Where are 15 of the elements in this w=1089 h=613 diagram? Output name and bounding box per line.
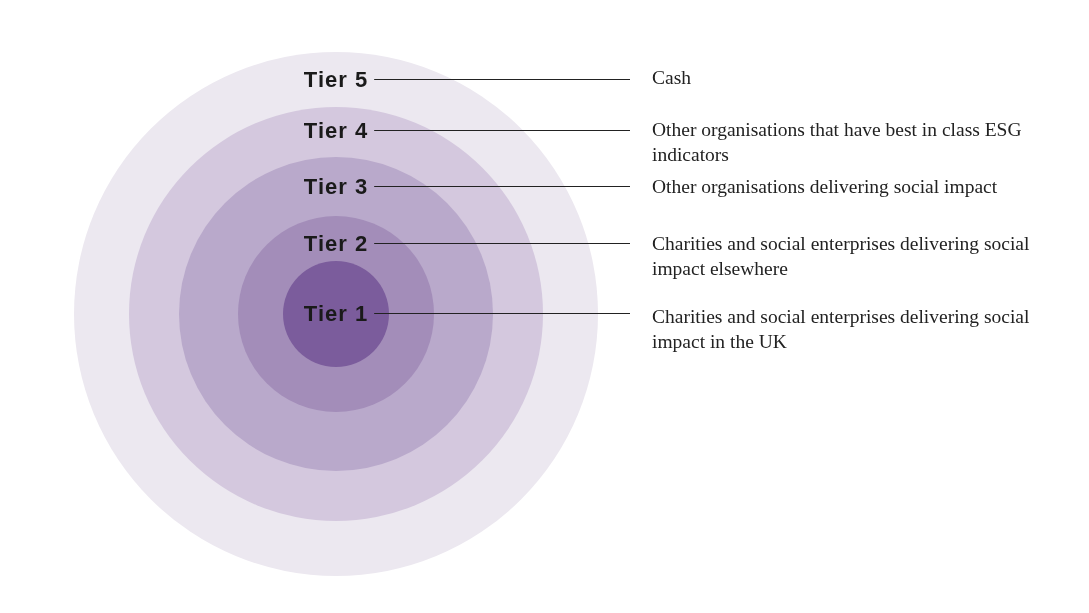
- leader-line: [373, 243, 631, 244]
- description-text: Charities and social enterprises delivering social impact elsewhere: [630, 231, 1052, 281]
- tier-label: Tier 1: [303, 301, 369, 326]
- leader-line: [373, 130, 631, 131]
- leader-line: [373, 79, 631, 80]
- description-text: Other organisations that have best in class ESG indicators: [630, 117, 1052, 167]
- tier-label: Tier 3: [303, 174, 369, 199]
- description-text: Other organisations delivering social impact: [630, 174, 1052, 199]
- tier-label: Tier 5: [303, 67, 369, 92]
- description-text: Charities and social enterprises delivering social impact in the UK: [630, 304, 1052, 354]
- leader-line: [373, 186, 631, 187]
- tier-label: Tier 2: [303, 231, 369, 256]
- leader-line: [373, 313, 631, 314]
- tier-label: Tier 4: [303, 118, 369, 143]
- description-text: Cash: [630, 65, 1052, 90]
